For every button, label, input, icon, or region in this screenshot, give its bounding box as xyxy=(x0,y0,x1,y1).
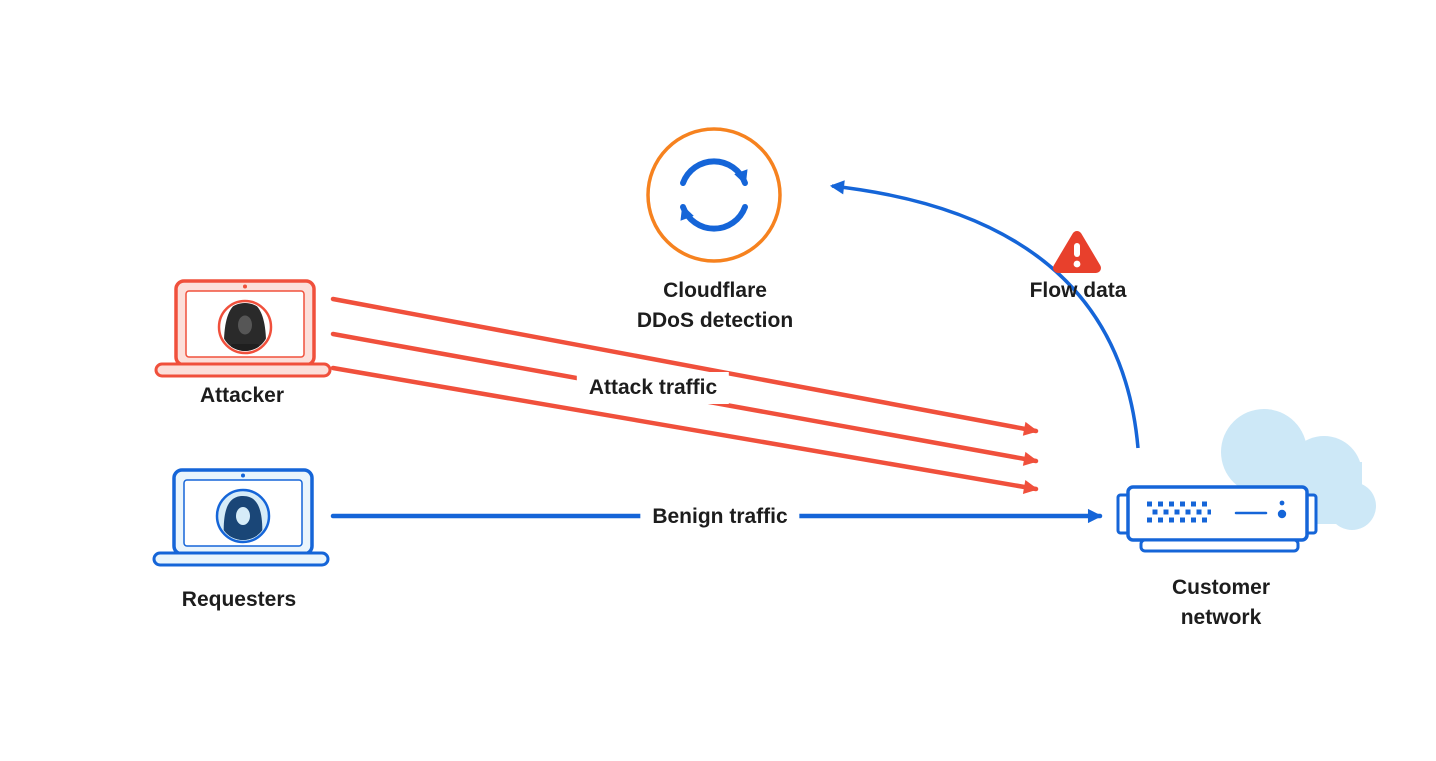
customer-network-label: Customer network xyxy=(1172,573,1270,633)
sync-icon xyxy=(680,158,748,232)
cloudflare-ddos-label: Cloudflare DDoS detection xyxy=(637,276,793,336)
cloudflare-label-line1: Cloudflare xyxy=(663,279,767,302)
customer-label-line1: Customer xyxy=(1171,576,1271,599)
flow-data-label: Flow data xyxy=(1029,279,1127,302)
flow-data-arrow xyxy=(829,180,1140,449)
requesters-label: Requesters xyxy=(181,588,297,611)
requesters-laptop-icon xyxy=(152,468,330,567)
sync-icon-ring xyxy=(646,127,782,263)
benign-traffic-label: Benign traffic xyxy=(640,501,800,533)
customer-label-line2: network xyxy=(1180,606,1262,629)
cloudflare-label-line2: DDoS detection xyxy=(636,309,794,332)
attack-traffic-label: Attack traffic xyxy=(576,372,730,404)
cloudflare-ddos-icon xyxy=(646,127,782,263)
attacker-avatar xyxy=(217,299,273,355)
requester-avatar xyxy=(215,488,271,544)
attacker-laptop-icon xyxy=(154,279,332,378)
server-icon xyxy=(1116,485,1318,553)
warning-triangle-icon xyxy=(1053,231,1101,273)
attacker-label: Attacker xyxy=(199,384,285,407)
